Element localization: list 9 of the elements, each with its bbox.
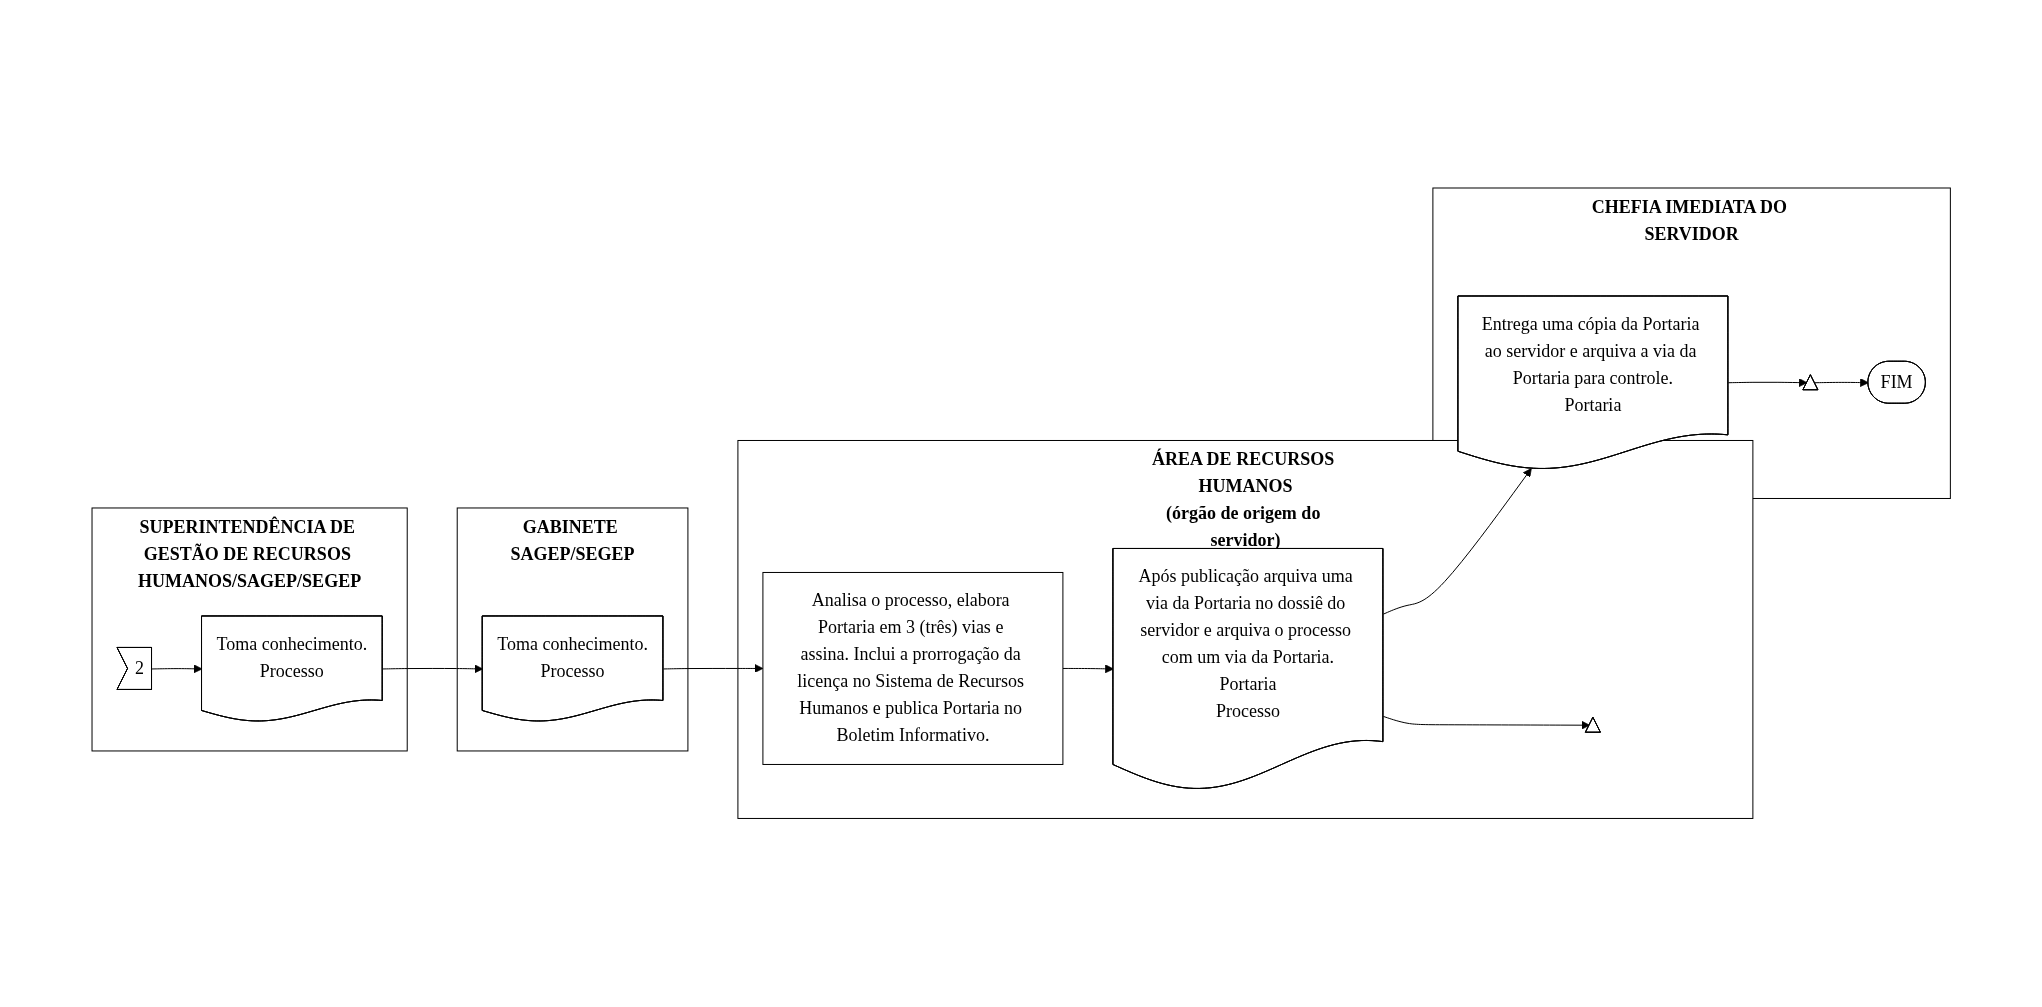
arrow	[1382, 468, 1532, 615]
arrow	[151, 664, 203, 674]
arrow	[1813, 378, 1869, 388]
arrow	[1062, 664, 1114, 674]
arrow	[382, 664, 483, 674]
arrow	[1382, 716, 1590, 730]
node-box: Analisa o processo, elabora Portaria em 3 (três) vias e assina. Inclui a prorrogação da licença no Sistema de Recursos Humanos e publica Portaria no Boletim Informativo.	[762, 572, 1064, 766]
arrow	[662, 664, 764, 674]
arrow	[1727, 378, 1808, 388]
